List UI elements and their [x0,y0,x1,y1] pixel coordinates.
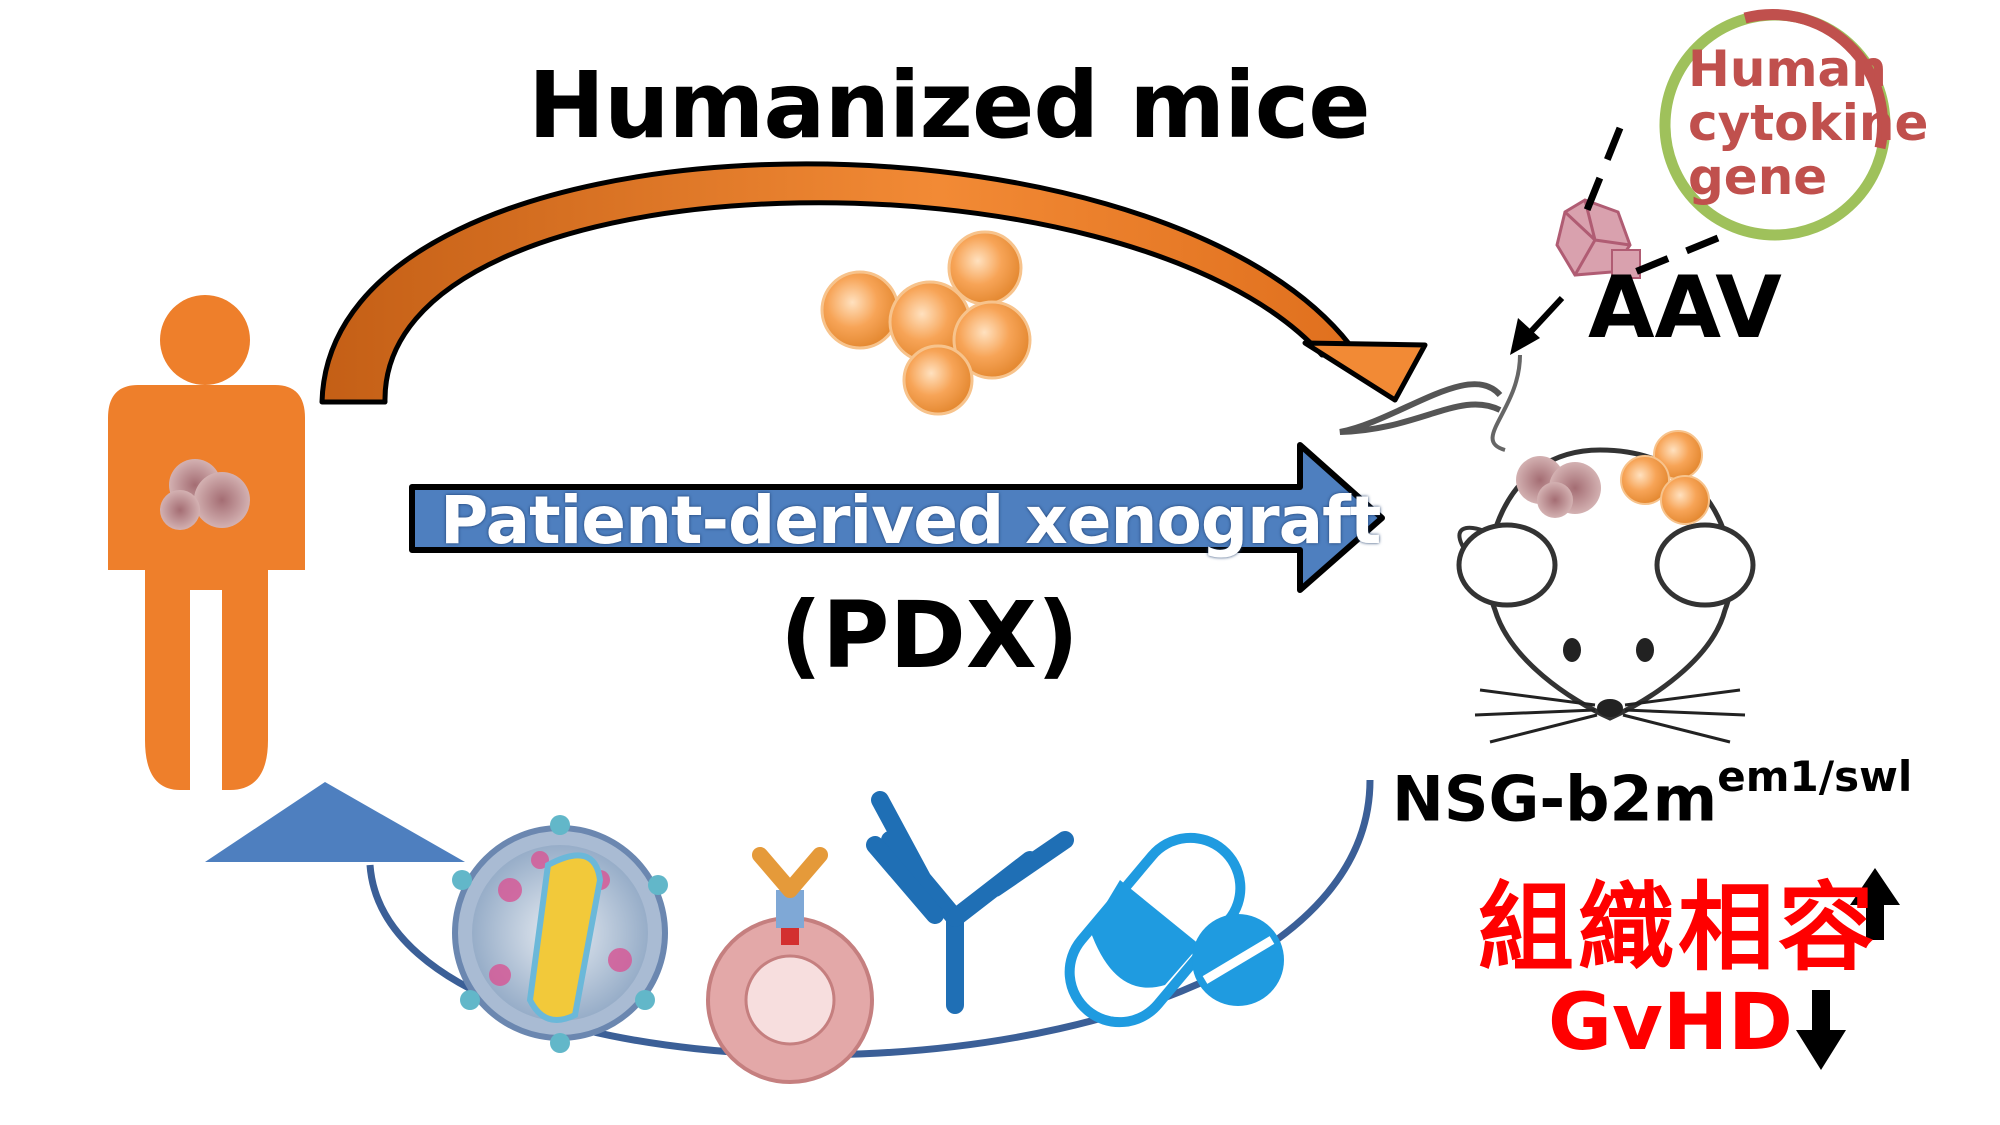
mouse-cell-cluster-icon [1620,430,1710,525]
person-icon [108,295,305,790]
mouse-strain-label: NSG-b2mem1/swl [1392,752,1912,836]
pdx-abbreviation: (PDX) [780,582,1079,689]
mouse-tumor-icon [1516,456,1601,518]
up-arrow-icon [1850,868,1900,940]
aav-injection-arrow [1510,295,1565,355]
cell-cluster-icon [820,230,1032,416]
cycle-return-arrow [205,779,1374,1059]
gvhd-label: GvHD [1548,978,1793,1068]
aav-capsid-icon [1555,198,1641,279]
strain-base: NSG-b2m [1392,762,1718,836]
cytokine-gene-label: Human cytokine gene [1688,40,1929,206]
humanized-arc-arrow [319,161,1428,405]
humanized-mice-title: Humanized mice [528,52,1371,159]
plasmid-icon [1659,9,1891,241]
aav-label: AAV [1588,258,1782,358]
aav-dashed-lines [1581,126,1720,276]
strain-superscript: em1/swl [1717,752,1913,801]
pdx-arrow [409,442,1385,593]
virus-icon [452,815,668,1053]
tumor-icon [160,459,250,530]
capsule-icon [1064,832,1246,1028]
pdx-arrow-label: Patient-derived xenograft [440,482,1381,559]
down-arrow-icon [1796,990,1846,1070]
histocompatibility-label: 組織相容 [1478,872,1878,984]
mouse-icon [1339,354,1756,744]
car-t-cell-icon [706,847,874,1084]
antibody-icon [866,791,1074,1014]
pill-icon [1192,914,1284,1006]
